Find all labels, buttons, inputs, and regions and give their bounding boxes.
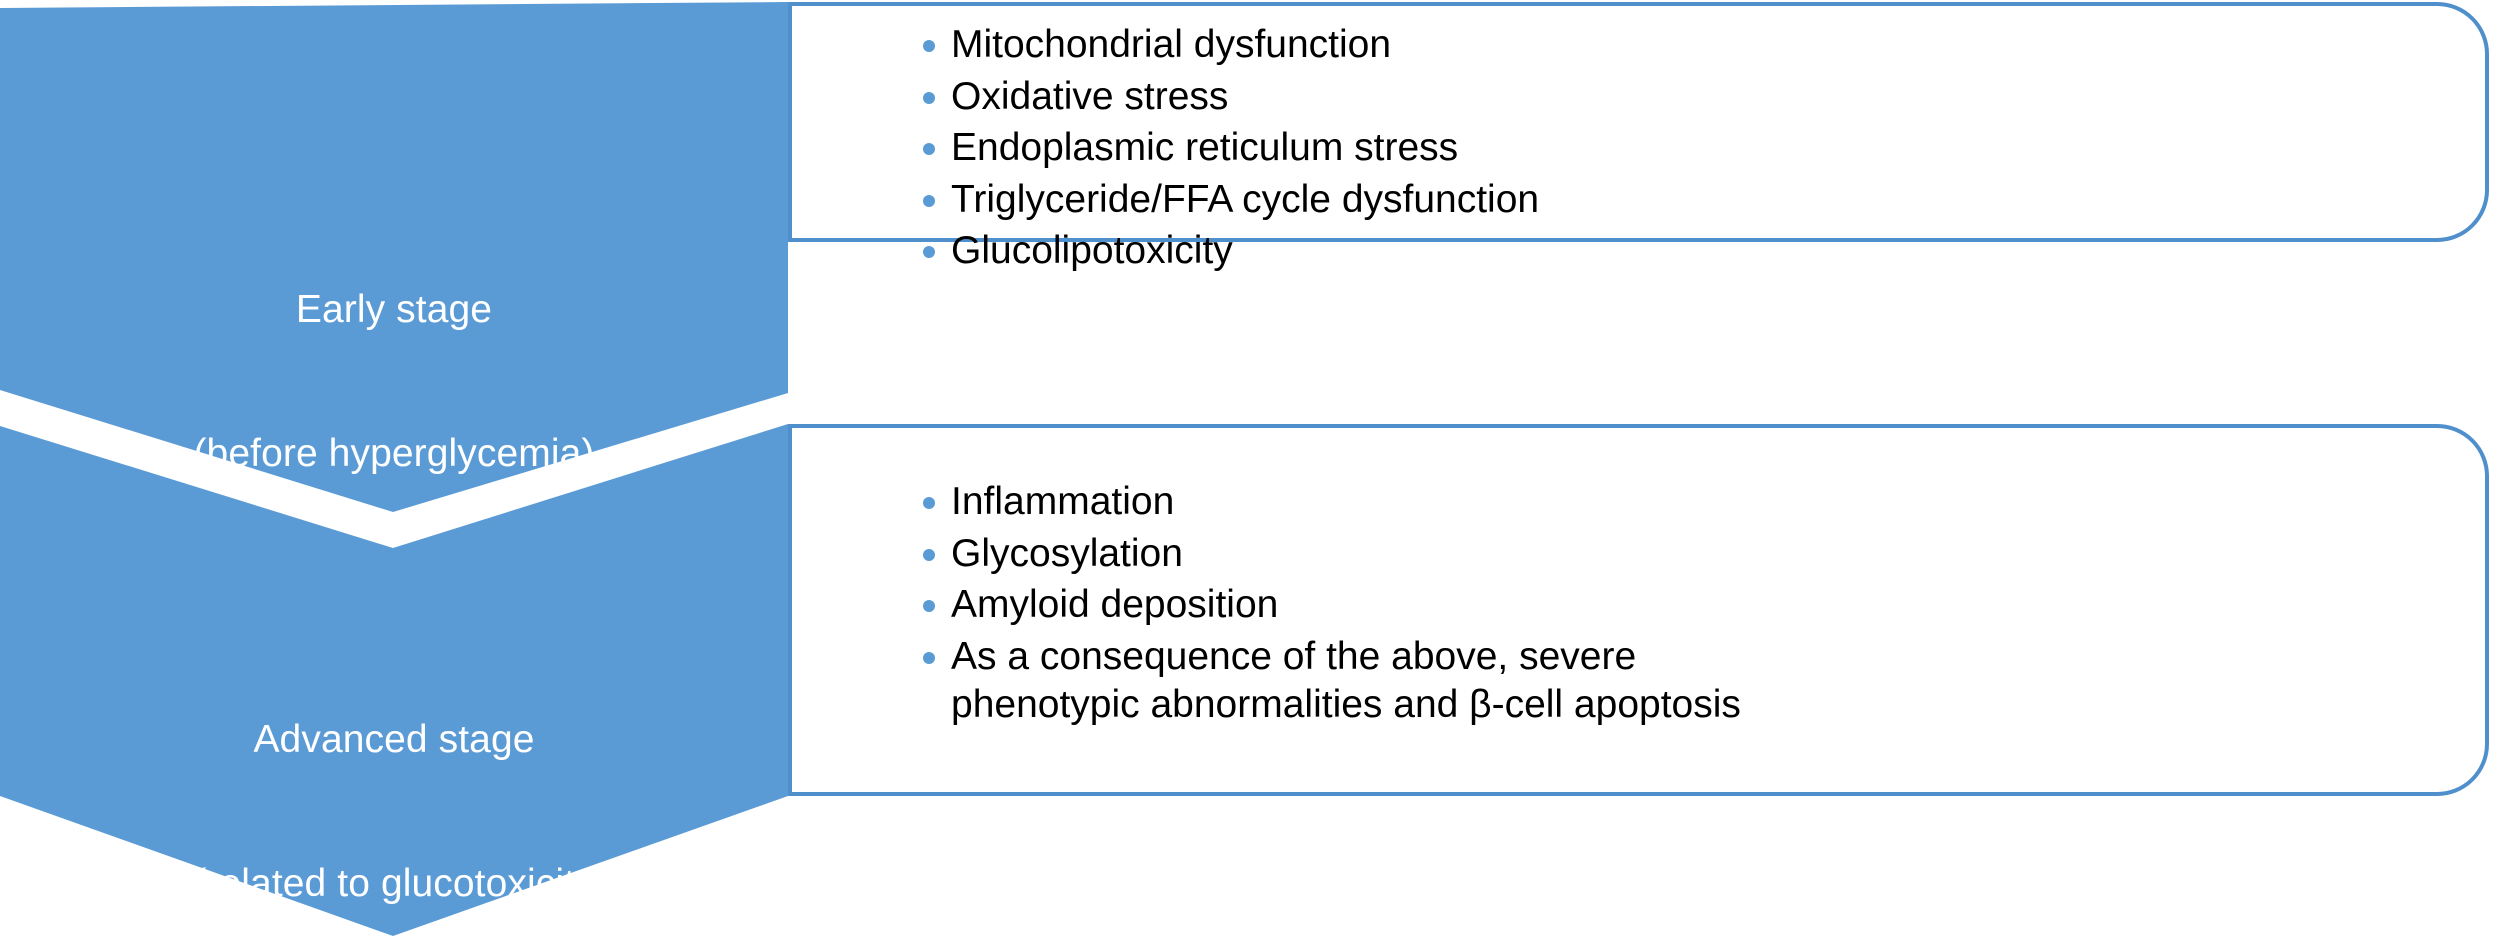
list-item: Amyloid deposition	[921, 581, 2465, 630]
list-item: Triglyceride/FFA cycle dysfunction	[921, 176, 2465, 225]
chevron-label-early: Early stage (before hyperglycemia)	[0, 190, 788, 574]
chevron-label-advanced-line-1: Advanced stage	[253, 718, 535, 761]
list-item: As a consequence of the above, severe ph…	[921, 633, 2465, 730]
list-item: Inflammation	[921, 478, 2465, 527]
list-item: Glycosylation	[921, 530, 2465, 579]
callout-box-advanced: Inflammation Glycosylation Amyloid depos…	[788, 424, 2489, 796]
chevron-label-advanced: Advanced stage (related to glucotoxicity…	[0, 620, 788, 939]
chevron-label-advanced-line-2: (related to glucotoxicity	[193, 862, 595, 905]
callout-box-early: Mitochondrial dysfunction Oxidative stre…	[788, 2, 2489, 272]
bullet-list-early: Mitochondrial dysfunction Oxidative stre…	[921, 21, 2465, 279]
list-item: Endoplasmic reticulum stress	[921, 124, 2465, 173]
bullet-list-advanced: Inflammation Glycosylation Amyloid depos…	[921, 478, 2465, 733]
chevron-label-early-line-1: Early stage	[295, 288, 493, 331]
list-item: Mitochondrial dysfunction	[921, 21, 2465, 70]
chevron-label-early-line-2: (before hyperglycemia)	[193, 432, 595, 475]
list-item: Oxidative stress	[921, 73, 2465, 122]
list-item: Glucolipotoxicity	[921, 227, 2465, 276]
